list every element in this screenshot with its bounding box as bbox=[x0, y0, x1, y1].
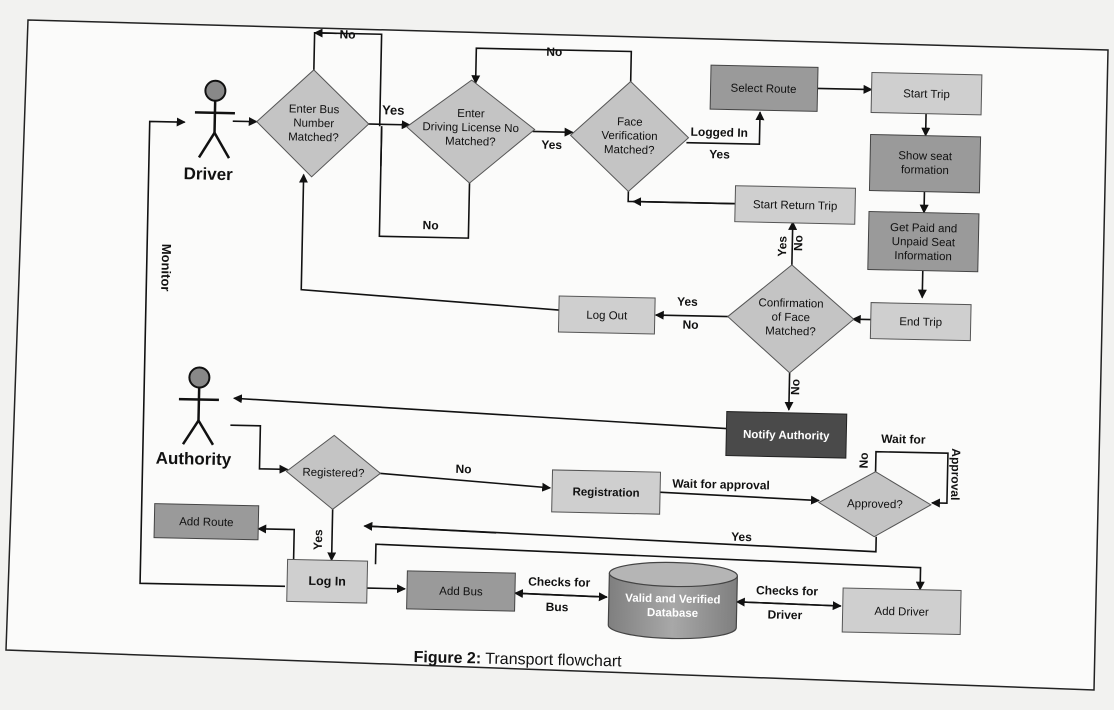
add-driver-box: Add Driver bbox=[842, 588, 961, 634]
database-cylinder: Valid and VerifiedDatabase bbox=[608, 561, 738, 640]
svg-text:End Trip: End Trip bbox=[899, 316, 942, 329]
log-out-box: Log Out bbox=[558, 296, 655, 334]
svg-text:Registered?: Registered? bbox=[302, 467, 364, 480]
svg-text:Enter BusNumberMatched?: Enter BusNumberMatched? bbox=[288, 103, 340, 144]
bus-label: Bus bbox=[546, 600, 569, 614]
figure-caption: Figure 2: Transport flowchart bbox=[413, 649, 622, 670]
svg-text:Registration: Registration bbox=[572, 486, 639, 499]
approved-no-label: No bbox=[857, 452, 871, 468]
notify-no-label: No bbox=[788, 379, 802, 395]
svg-text:Add Driver: Add Driver bbox=[874, 606, 929, 619]
registered-yes-label: Yes bbox=[311, 529, 325, 550]
end-trip-box: End Trip bbox=[870, 303, 971, 341]
driver-edge-label: Driver bbox=[767, 607, 802, 622]
approved-yes-label: Yes bbox=[731, 530, 752, 544]
registration-box: Registration bbox=[552, 470, 661, 514]
add-route-box: Add Route bbox=[154, 504, 259, 540]
svg-text:Add Bus: Add Bus bbox=[439, 586, 483, 599]
face-no-label: No bbox=[546, 45, 562, 59]
svg-text:Start Return Trip: Start Return Trip bbox=[753, 199, 838, 213]
driver-label: Driver bbox=[183, 164, 233, 184]
wait-approval-label: Wait for approval bbox=[672, 476, 770, 492]
svg-text:Log In: Log In bbox=[308, 574, 346, 589]
start-return-trip-box: Start Return Trip bbox=[735, 186, 856, 225]
svg-text:Add Route: Add Route bbox=[179, 516, 234, 529]
authority-label: Authority bbox=[155, 449, 231, 470]
confirm-no-label: No bbox=[682, 318, 698, 332]
return-yes-label: Yes bbox=[775, 236, 789, 257]
checks-for-bus-label: Checks for bbox=[528, 574, 591, 589]
svg-text:Get Paid andUnpaid SeatInforma: Get Paid andUnpaid SeatInformation bbox=[889, 222, 957, 263]
svg-text:Notify Authority: Notify Authority bbox=[743, 429, 830, 443]
monitor-label: Monitor bbox=[158, 244, 174, 292]
bus-no-label: No bbox=[339, 27, 355, 41]
add-bus-box: Add Bus bbox=[407, 571, 516, 611]
bus-yes-label: Yes bbox=[382, 102, 405, 117]
svg-text:Start Trip: Start Trip bbox=[903, 88, 950, 101]
paid-unpaid-box: Get Paid andUnpaid SeatInformation bbox=[868, 212, 979, 272]
log-in-box: Log In bbox=[287, 559, 368, 603]
return-no-label: No bbox=[791, 235, 805, 251]
paper-frame bbox=[6, 20, 1108, 690]
license-yes-label: Yes bbox=[541, 138, 562, 152]
logged-in-label: Logged In bbox=[690, 125, 748, 140]
svg-text:Approved?: Approved? bbox=[847, 498, 903, 511]
notify-authority-box: Notify Authority bbox=[726, 412, 847, 459]
face-yes-label: Yes bbox=[709, 147, 730, 161]
wait-for-label: Wait for bbox=[881, 432, 926, 447]
approval-label: Approval bbox=[948, 448, 963, 500]
checks-for-driver-label: Checks for bbox=[756, 583, 819, 598]
confirm-yes-label: Yes bbox=[677, 295, 698, 309]
registered-no-label: No bbox=[455, 462, 471, 476]
svg-text:Select Route: Select Route bbox=[730, 83, 796, 96]
select-route-box: Select Route bbox=[710, 65, 818, 111]
license-no-label: No bbox=[422, 218, 438, 232]
start-trip-box: Start Trip bbox=[871, 73, 982, 115]
svg-text:Log Out: Log Out bbox=[586, 310, 628, 323]
show-seat-box: Show seatformation bbox=[869, 135, 980, 193]
